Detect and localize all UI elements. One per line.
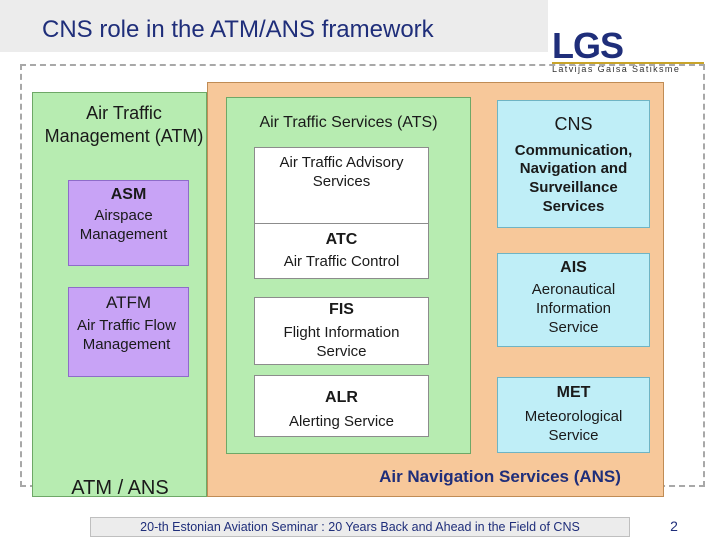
cns-box: CNS Communication, Navigation and Survei… (497, 100, 650, 228)
atc-box: ATC Air Traffic Control (254, 223, 429, 279)
fis-abbr: FIS (329, 301, 354, 318)
cns-full: Communication, Navigation and Surveillan… (514, 141, 633, 215)
met-box: MET Meteorological Service (497, 377, 650, 453)
alr-box: ALR Alerting Service (254, 375, 429, 437)
alr-full: Alerting Service (288, 413, 395, 430)
ais-abbr: AIS (560, 259, 587, 276)
ats-title: Air Traffic Services (ATS) (259, 114, 438, 131)
ais-full: Aeronautical Information Service (531, 281, 616, 336)
asm-abbr: ASM (110, 186, 147, 203)
fis-box: FIS Flight Information Service (254, 297, 429, 365)
atc-full: Air Traffic Control (283, 253, 400, 270)
atm-ans-label: ATM / ANS (71, 477, 169, 499)
atfm-abbr: ATFM (105, 293, 151, 312)
fis-full: Flight Information Service (283, 324, 400, 360)
atfm-full: Air Traffic Flow Management (77, 317, 176, 353)
asm-full: Airspace Management (79, 207, 168, 243)
atfm-box: ATFM Air Traffic Flow Management (68, 287, 189, 377)
ans-label: Air Navigation Services (ANS) (379, 467, 621, 486)
met-full: Meteorological Service (524, 408, 623, 444)
alr-abbr: ALR (325, 389, 358, 406)
lgs-logo: LGS Latvijas Gaisa Satiksme (552, 25, 704, 74)
met-abbr: MET (556, 384, 591, 401)
title-bar (0, 0, 548, 52)
advisory-box: Air Traffic Advisory Services (254, 147, 429, 225)
advisory-text: Air Traffic Advisory Services (279, 154, 404, 190)
ais-box: AIS Aeronautical Information Service (497, 253, 650, 347)
cns-abbr: CNS (554, 114, 593, 134)
logo-underline (552, 62, 704, 64)
atc-abbr: ATC (325, 231, 358, 248)
footer-bar: 20-th Estonian Aviation Seminar : 20 Yea… (90, 517, 630, 537)
asm-box: ASM Airspace Management (68, 180, 189, 266)
atm-title: Air Traffic Management (ATM) (44, 103, 204, 146)
logo-main-text: LGS (552, 25, 624, 66)
slide-title: CNS role in the ATM/ANS framework (42, 16, 434, 43)
page-number: 2 (670, 518, 678, 534)
logo-sub-text: Latvijas Gaisa Satiksme (552, 64, 681, 74)
